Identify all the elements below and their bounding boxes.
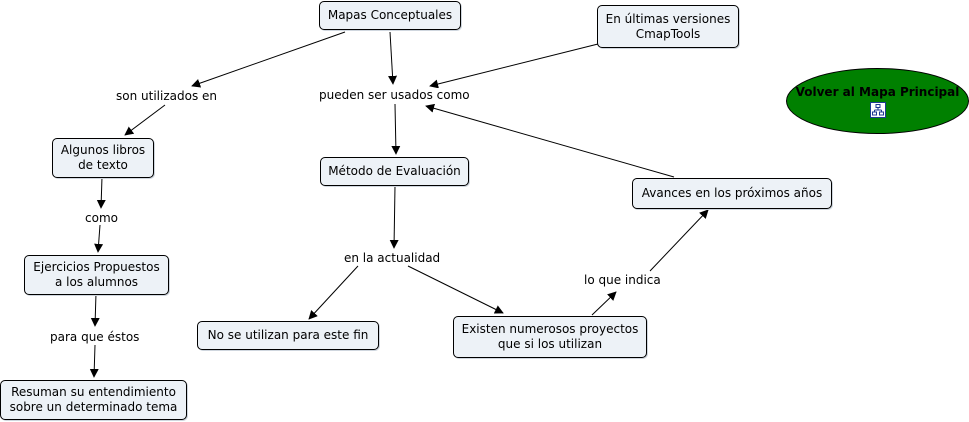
link-son-utilizados-en: son utilizados en bbox=[115, 89, 218, 103]
concept-algunos-libros-de-texto[interactable]: Algunos libros de texto bbox=[52, 138, 154, 178]
link-pueden-ser-usados-como: pueden ser usados como bbox=[318, 88, 471, 102]
link-como: como bbox=[84, 211, 119, 225]
edge-son-utilizados-to-libros bbox=[124, 104, 166, 136]
back-to-main-map-label: Volver al Mapa Principal bbox=[795, 84, 960, 99]
concept-metodo-de-evaluacion[interactable]: Método de Evaluación bbox=[320, 157, 469, 186]
link-para-que-estos: para que éstos bbox=[49, 330, 141, 344]
edge-en-la-actualidad-to-existen bbox=[407, 265, 504, 314]
concept-resuman-su-entendimiento[interactable]: Resuman su entendimiento sobre un determ… bbox=[0, 380, 187, 420]
edge-en-la-actualidad-to-no-se-utilizan bbox=[308, 265, 359, 320]
edge-libros-to-como bbox=[96, 176, 106, 209]
concept-no-se-utilizan[interactable]: No se utilizan para este fin bbox=[197, 321, 379, 350]
concept-existen-numerosos-proyectos[interactable]: Existen numerosos proyectos que si los u… bbox=[453, 316, 647, 358]
link-en-la-actualidad: en la actualidad bbox=[343, 251, 442, 265]
edge-ejercicios-to-para-que bbox=[90, 292, 100, 327]
concept-mapas-conceptuales[interactable]: Mapas Conceptuales bbox=[319, 1, 461, 30]
concept-avances-proximos-anos[interactable]: Avances en los próximos años bbox=[632, 178, 832, 209]
link-lo-que-indica: lo que indica bbox=[583, 273, 662, 287]
edge-mapas-to-son-utilizados bbox=[191, 31, 346, 88]
concept-map-icon[interactable] bbox=[869, 101, 886, 118]
edge-mapas-to-pueden-ser bbox=[388, 31, 398, 85]
back-to-main-map-button[interactable]: Volver al Mapa Principal bbox=[786, 68, 969, 134]
edge-como-to-ejercicios bbox=[94, 224, 104, 253]
edge-avances-to-pueden-ser bbox=[425, 103, 675, 178]
edge-pueden-ser-to-metodo bbox=[391, 103, 401, 155]
edge-para-que-to-resuman bbox=[89, 344, 99, 378]
edge-cmaptools-to-pueden-ser bbox=[429, 43, 599, 89]
concept-en-ultimas-versiones-cmaptools[interactable]: En últimas versiones CmapTools bbox=[597, 5, 739, 48]
edge-existen-to-lo-que-indica bbox=[591, 291, 617, 316]
edge-lo-que-indica-to-avances bbox=[649, 209, 709, 272]
concept-ejercicios-propuestos[interactable]: Ejercicios Propuestos a los alumnos bbox=[24, 255, 169, 295]
edge-metodo-to-en-la-actualidad bbox=[389, 185, 399, 249]
